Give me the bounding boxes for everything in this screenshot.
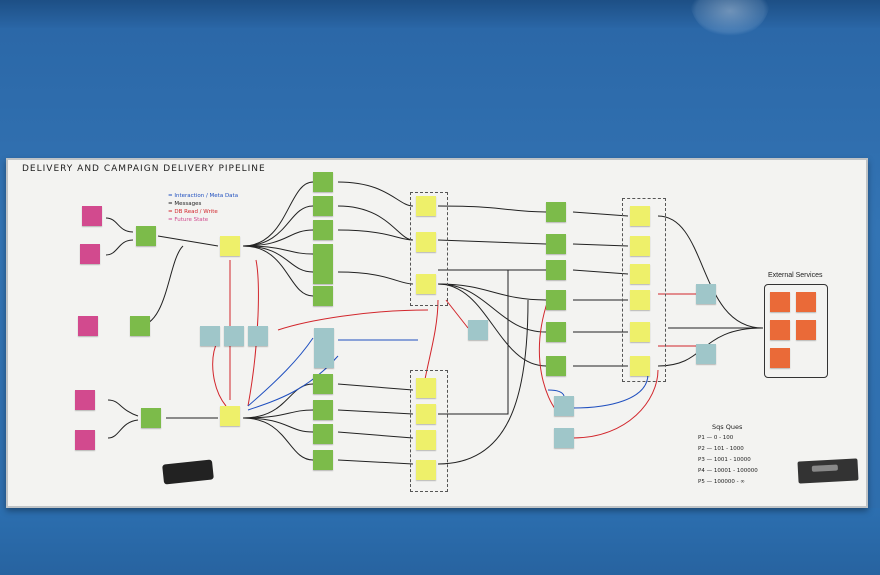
- db-note: [696, 344, 716, 364]
- queue-group-right: [622, 198, 666, 382]
- sqs-queue-legend: Sqs Ques P1 — 0 - 100 P2 — 101 - 1000 P3…: [698, 422, 758, 488]
- worker-note: [546, 356, 566, 376]
- source-note: [75, 390, 95, 410]
- queue-note: [220, 406, 240, 426]
- worker-note: [313, 172, 333, 192]
- external-service-note: [796, 292, 816, 312]
- process-note: [141, 408, 161, 428]
- external-service-note: [770, 320, 790, 340]
- sqs-row: P1 — 0 - 100: [698, 435, 734, 441]
- queue-note: [630, 356, 650, 376]
- db-note: [224, 326, 244, 346]
- legend-item-db: = DB Read / Write: [168, 209, 218, 215]
- queue-note: [416, 430, 436, 450]
- worker-note: [546, 202, 566, 222]
- worker-note: [546, 322, 566, 342]
- legend-item-interaction: = Interaction / Meta Data: [168, 193, 239, 199]
- marker-tray: [797, 458, 859, 484]
- db-note: [248, 326, 268, 346]
- source-note: [80, 244, 100, 264]
- worker-note: [313, 286, 333, 306]
- service-note: [554, 428, 574, 448]
- queue-note: [416, 196, 436, 216]
- process-note: [136, 226, 156, 246]
- service-note: [554, 396, 574, 416]
- external-services-title: External Services: [768, 272, 823, 279]
- sqs-title: Sqs Ques: [712, 423, 743, 431]
- queue-note: [630, 236, 650, 256]
- service-note: [314, 328, 334, 348]
- sqs-row: P2 — 101 - 1000: [698, 446, 744, 452]
- worker-note: [546, 260, 566, 280]
- wall-lower-area: [0, 508, 880, 575]
- worker-note: [313, 374, 333, 394]
- external-service-note: [770, 292, 790, 312]
- legend: = Interaction / Meta Data = Messages = D…: [168, 192, 238, 224]
- external-service-note: [796, 320, 816, 340]
- worker-note: [313, 424, 333, 444]
- sqs-row: P5 — 100000 - ∞: [698, 479, 745, 485]
- flow-lines: [105, 181, 764, 465]
- board-title: DELIVERY AND CAMPAIGN DELIVERY PIPELINE: [22, 164, 266, 174]
- legend-item-future: = Future State: [168, 217, 209, 223]
- wall-shadow: [0, 0, 880, 28]
- external-service-note: [770, 348, 790, 368]
- db-note: [468, 320, 488, 340]
- queue-note: [630, 322, 650, 342]
- whiteboard: DELIVERY AND CAMPAIGN DELIVERY PIPELINE …: [6, 158, 868, 508]
- worker-note: [546, 290, 566, 310]
- process-note: [130, 316, 150, 336]
- db-note: [200, 326, 220, 346]
- worker-note: [313, 220, 333, 240]
- queue-group-bottom: [410, 370, 448, 492]
- queue-note: [416, 378, 436, 398]
- worker-note: [313, 196, 333, 216]
- db-note: [696, 284, 716, 304]
- queue-note: [630, 206, 650, 226]
- source-note: [82, 206, 102, 226]
- queue-note: [630, 290, 650, 310]
- worker-note: [313, 264, 333, 284]
- worker-note: [313, 244, 333, 264]
- source-note: [78, 316, 98, 336]
- sqs-row: P4 — 10001 - 100000: [698, 468, 758, 474]
- queue-note: [416, 460, 436, 480]
- worker-note: [313, 400, 333, 420]
- queue-note: [416, 404, 436, 424]
- service-note: [314, 348, 334, 368]
- queue-group-top: [410, 192, 448, 306]
- external-services-box: [764, 284, 828, 378]
- worker-note: [313, 450, 333, 470]
- legend-item-messages: = Messages: [168, 201, 202, 207]
- queue-note: [220, 236, 240, 256]
- queue-note: [416, 232, 436, 252]
- queue-note: [630, 264, 650, 284]
- queue-note: [416, 274, 436, 294]
- sqs-row: P3 — 1001 - 10000: [698, 457, 751, 463]
- worker-note: [546, 234, 566, 254]
- source-note: [75, 430, 95, 450]
